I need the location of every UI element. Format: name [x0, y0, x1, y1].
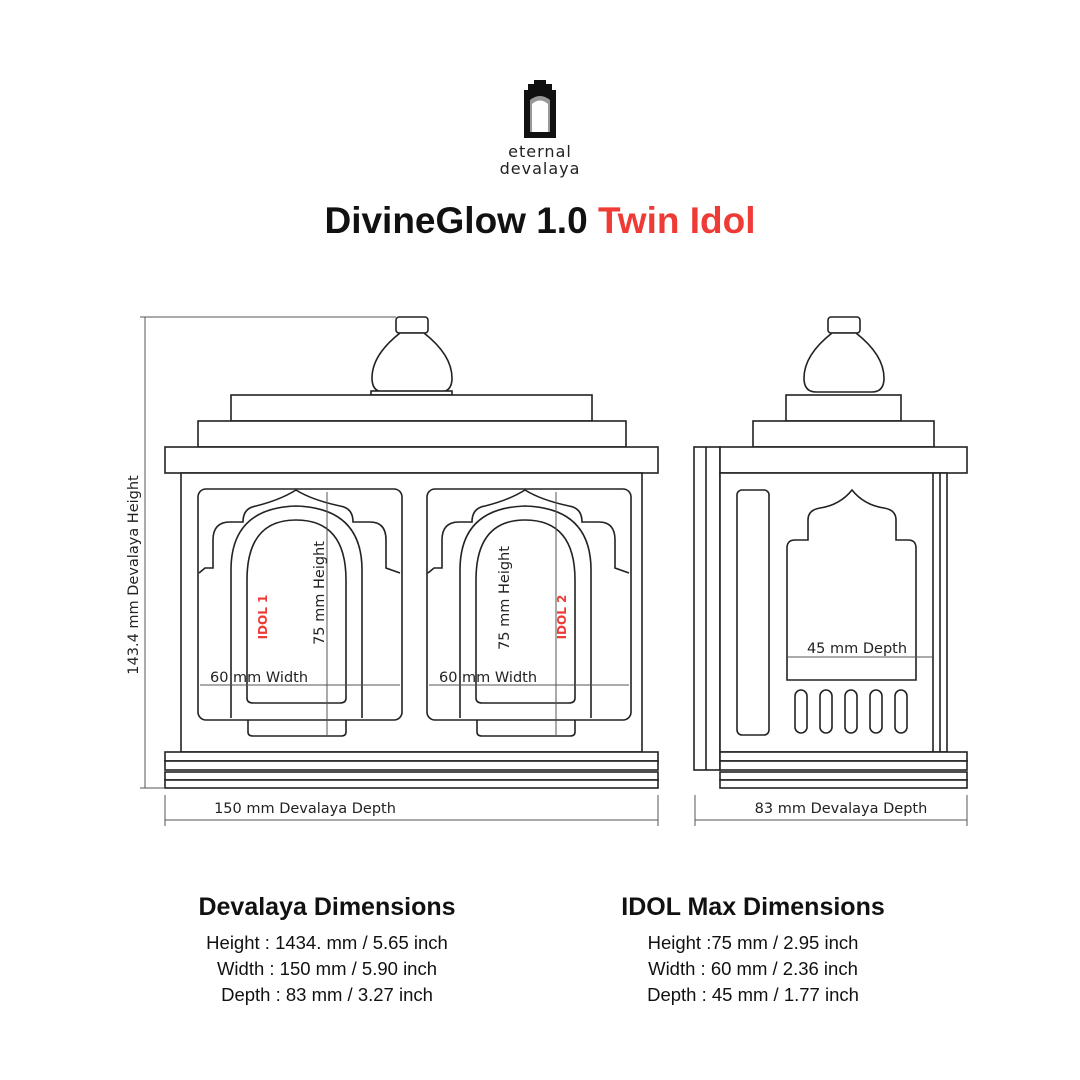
brand-logo: eternal devalaya [490, 80, 590, 177]
brand-line1: eternal [508, 142, 572, 161]
devalaya-depth: Depth : 83 mm / 3.27 inch [221, 984, 433, 1005]
front-view [164, 316, 659, 789]
idol-depth-label: 45 mm Depth [807, 641, 907, 657]
side-depth-label: 83 mm Devalaya Depth [755, 801, 928, 817]
dimension-lines [140, 316, 968, 826]
idol2-height-label: 75 mm Height [497, 546, 513, 650]
side-view [693, 316, 968, 789]
idol1-label: IDOL 1 [256, 595, 270, 640]
temple-lantern-icon [524, 80, 556, 138]
idol-heading: IDOL Max Dimensions [621, 893, 885, 921]
title-accent: Twin Idol [597, 200, 756, 241]
idol1-width-label: 60 mm Width [210, 670, 308, 686]
front-width-label: 150 mm Devalaya Depth [214, 801, 396, 817]
idol-height: Height :75 mm / 2.95 inch [647, 932, 859, 953]
idol1-height-label: 75 mm Height [312, 541, 328, 645]
idol-dimensions: IDOL Max Dimensions Height :75 mm / 2.95… [553, 893, 953, 1008]
devalaya-height: Height : 1434. mm / 5.65 inch [206, 932, 448, 953]
devalaya-dimensions: Devalaya Dimensions Height : 1434. mm / … [127, 893, 527, 1008]
devalaya-heading: Devalaya Dimensions [198, 893, 456, 921]
vent-slots [794, 689, 908, 734]
idol-depth: Depth : 45 mm / 1.77 inch [647, 984, 859, 1005]
height-label: 143.4 mm Devalaya Height [126, 475, 142, 675]
idol2-label: IDOL 2 [555, 595, 569, 640]
devalaya-width: Width : 150 mm / 5.90 inch [216, 958, 438, 979]
page-title: DivineGlow 1.0 Twin Idol [0, 200, 1080, 242]
title-main: DivineGlow 1.0 [324, 200, 588, 241]
idol-width: Width : 60 mm / 2.36 inch [648, 958, 858, 979]
brand-line2: devalaya [499, 159, 581, 178]
idol2-width-label: 60 mm Width [439, 670, 537, 686]
